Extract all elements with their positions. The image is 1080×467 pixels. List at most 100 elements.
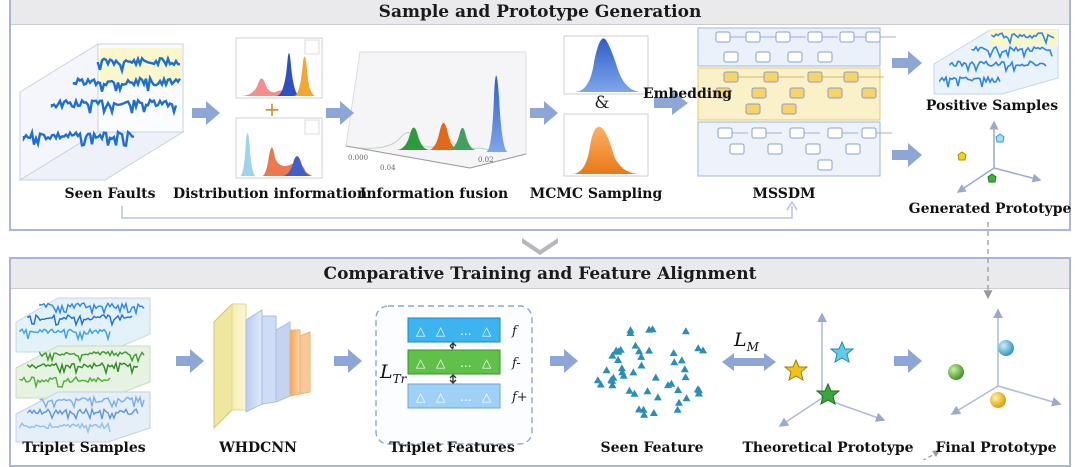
- feature-point: [631, 341, 640, 349]
- feature-glyphs: △ △ ... △ △ △ ... △ △ △ ... △: [416, 324, 492, 404]
- mssdm-node: [789, 87, 805, 99]
- mssdm-node: [807, 71, 823, 83]
- svg-text:△: △: [416, 390, 426, 404]
- feature-point: [618, 368, 627, 376]
- bottom-flow-arrows: [176, 349, 922, 373]
- triplet-features-graphic: [375, 305, 533, 445]
- signal-trace: [39, 349, 145, 364]
- bottom-panel-title: Comparative Training and Feature Alignme…: [11, 259, 1069, 289]
- mssdm-node: [745, 31, 761, 43]
- mssdm-graphic: [697, 27, 896, 177]
- mssdm-node: [843, 71, 859, 83]
- mssdm-node: [865, 31, 881, 43]
- feature-point: [664, 381, 672, 389]
- mssdm-node: [845, 143, 861, 155]
- positive-samples-label: Positive Samples: [925, 98, 1059, 114]
- feature-point: [593, 376, 602, 384]
- signal-trace: [96, 55, 181, 76]
- feature-point: [630, 389, 639, 397]
- mssdm-node: [861, 127, 877, 139]
- mssdm-node: [861, 87, 877, 99]
- mssdm-node: [787, 51, 803, 63]
- fusion-graphic: 0.000 0.04 0.02: [345, 51, 527, 172]
- seen-faults-label: Seen Faults: [64, 186, 156, 202]
- lm-double-arrow: [722, 353, 776, 371]
- feature-point: [640, 410, 649, 418]
- final-prototype-label: Final Prototype: [935, 440, 1057, 456]
- mssdm-node: [767, 143, 783, 155]
- signal-trace: [991, 32, 1055, 46]
- plus-sign: +: [264, 97, 281, 121]
- feature-point: [645, 346, 654, 354]
- mssdm-node: [827, 87, 843, 99]
- mssdm-node: [729, 143, 745, 155]
- signal-trace: [19, 376, 111, 390]
- triplet-features-label: Triplet Features: [389, 440, 515, 456]
- feature-point: [674, 386, 683, 393]
- feature-point: [653, 393, 662, 401]
- top-panel-title: Sample and Prototype Generation: [11, 0, 1069, 25]
- feature-point: [626, 326, 635, 334]
- feature-point: [680, 365, 689, 373]
- whdcnn-graphic: [213, 302, 311, 430]
- feature-point: [682, 394, 691, 402]
- signal-trace: [19, 421, 111, 435]
- feature-point: [612, 346, 621, 354]
- feature-point: [699, 346, 707, 354]
- feature-point: [635, 347, 644, 355]
- feature-point: [625, 386, 634, 394]
- mssdm-node: [817, 51, 833, 63]
- feature-point: [675, 398, 683, 406]
- mssdm-node: [751, 87, 767, 99]
- mssdm-node: [789, 127, 805, 139]
- svg-text:△: △: [482, 324, 492, 338]
- svg-text:△: △: [436, 390, 446, 404]
- feature-fplus-label: f+: [511, 390, 528, 405]
- signal-trace: [939, 75, 1001, 88]
- mcmc-graphic: &: [563, 35, 649, 177]
- lm-label: LM: [733, 329, 760, 354]
- signal-trace: [949, 60, 1047, 74]
- chevron-down-icon: [522, 238, 558, 255]
- feature-point: [617, 364, 626, 372]
- mssdm-node: [763, 71, 779, 83]
- theoretical-prototype-graphic: [778, 312, 886, 427]
- feature-f-label: f: [511, 324, 519, 339]
- svg-text:...: ...: [460, 390, 471, 404]
- feature-point: [677, 356, 686, 364]
- distribution-graphic: +: [235, 37, 323, 179]
- ltr-label: LTr: [379, 361, 408, 386]
- feature-point: [614, 356, 623, 363]
- feedback-line: [121, 206, 793, 219]
- svg-text:0.000: 0.000: [348, 154, 368, 162]
- mssdm-node: [723, 51, 739, 63]
- final-prototype-graphic: [948, 308, 1062, 415]
- feature-point: [673, 405, 682, 413]
- signal-trace: [27, 406, 139, 421]
- generated-prototype-graphic: [956, 120, 1042, 193]
- svg-text:△: △: [416, 324, 426, 338]
- signal-trace: [27, 360, 139, 376]
- signal-trace: [50, 97, 178, 117]
- feature-point: [670, 358, 679, 366]
- signal-trace: [72, 74, 182, 94]
- signal-trace: [19, 327, 111, 342]
- feature-point: [602, 366, 611, 374]
- signal-trace: [27, 313, 133, 328]
- feature-fminus-label: f-: [511, 356, 521, 371]
- mssdm-node: [717, 127, 733, 139]
- distribution-label: Distribution information: [172, 186, 368, 202]
- feature-point: [681, 327, 690, 335]
- mssdm-node: [715, 87, 731, 99]
- svg-text:△: △: [416, 356, 426, 370]
- feature-point: [639, 405, 648, 413]
- fusion-label: Information fusion: [359, 186, 509, 202]
- signal-trace: [39, 394, 145, 410]
- triplet-samples-label: Triplet Samples: [22, 440, 146, 456]
- mssdm-node: [827, 127, 843, 139]
- svg-text:...: ...: [460, 356, 471, 370]
- feature-point: [645, 325, 654, 333]
- feature-point: [608, 381, 617, 389]
